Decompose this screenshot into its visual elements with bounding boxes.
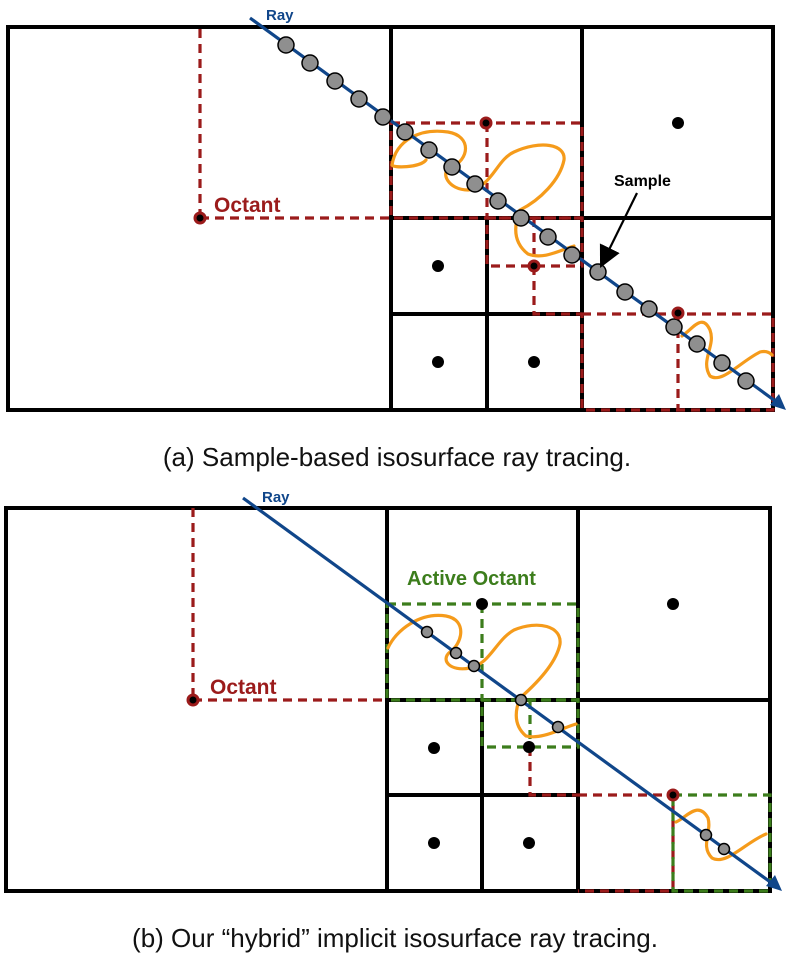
sample-point — [539, 228, 557, 246]
sample-point — [489, 192, 507, 210]
octant-center-dot — [666, 788, 680, 802]
cell-center-dot — [528, 356, 540, 368]
sample-point — [737, 372, 755, 390]
octant-center-dot — [193, 211, 207, 225]
cell-center-dot — [432, 260, 444, 272]
ray-label-b: Ray — [262, 489, 290, 506]
active-octant-center-dot — [476, 598, 488, 610]
cell-center-dot — [523, 837, 535, 849]
surface-hit-point — [467, 659, 481, 673]
surface-hit-point — [420, 625, 434, 639]
ray-b: Ray — [242, 489, 782, 891]
cell-centers-b — [186, 598, 680, 849]
sample-point — [420, 141, 438, 159]
sample-point — [589, 263, 607, 281]
sample-point — [443, 158, 461, 176]
octant-center-dot — [671, 306, 685, 320]
surface-hit-point — [514, 693, 528, 707]
surface-hit-point — [717, 842, 731, 856]
sample-point — [277, 36, 295, 54]
isosurface-b — [386, 613, 768, 862]
surface-hits-b — [420, 625, 731, 856]
ray-samples-a — [277, 36, 755, 390]
sample-point — [640, 300, 658, 318]
sample-point — [563, 246, 581, 264]
cell-center-dot — [667, 598, 679, 610]
sample-point — [374, 108, 392, 126]
active-octant-center-dot — [523, 741, 535, 753]
isosurface-a — [390, 129, 774, 380]
sample-point — [688, 335, 706, 353]
octree-grid-b — [4, 506, 772, 893]
cell-center-dot — [428, 837, 440, 849]
active-octant-label: Active Octant — [407, 568, 536, 590]
surface-hit-point — [551, 720, 565, 734]
panel-b: Ray Active Octant Octant (b) Our “hybri — [4, 489, 782, 953]
octant-center-dot — [186, 693, 200, 707]
surface-hit-point — [699, 828, 713, 842]
sample-point — [713, 354, 731, 372]
caption-b: (b) Our “hybrid” implicit isosurface ray… — [132, 923, 658, 953]
cell-center-dot — [672, 117, 684, 129]
sample-point — [466, 175, 484, 193]
sample-arrow — [599, 192, 638, 268]
surface-hit-point — [449, 646, 463, 660]
cell-center-dot — [432, 356, 444, 368]
sample-point — [301, 54, 319, 72]
sample-label: Sample — [614, 173, 671, 190]
octant-label-a: Octant — [214, 194, 281, 217]
panel-a: Ray — [6, 7, 786, 472]
octant-center-dot — [527, 259, 541, 273]
ray-a: Ray — [249, 7, 786, 410]
sample-point — [326, 72, 344, 90]
octant-center-dot — [479, 116, 493, 130]
sample-point — [512, 209, 530, 227]
sample-point — [616, 283, 634, 301]
sample-point — [350, 90, 368, 108]
ray-label-a: Ray — [266, 7, 294, 24]
sample-point — [396, 123, 414, 141]
cell-centers-a — [193, 116, 685, 368]
caption-a: (a) Sample-based isosurface ray tracing. — [163, 442, 631, 472]
octree-grid-a — [6, 25, 775, 412]
cell-center-dot — [428, 742, 440, 754]
octant-label-b: Octant — [210, 676, 277, 699]
sample-point — [665, 318, 683, 336]
